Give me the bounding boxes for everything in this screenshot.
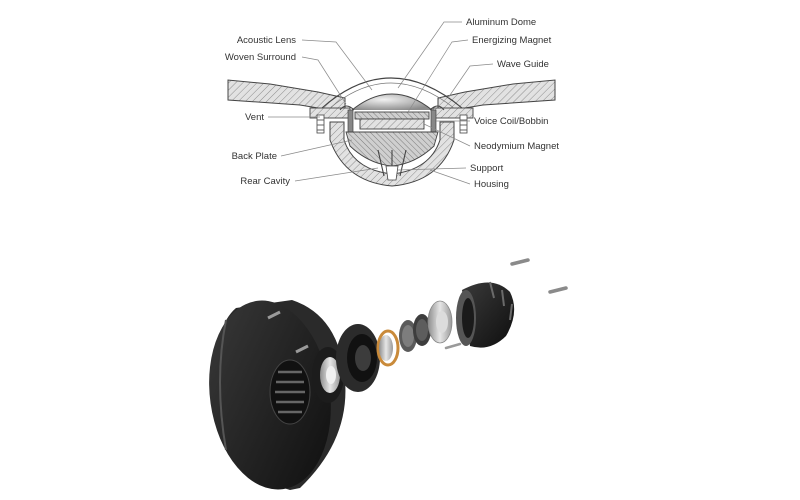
exploded-view	[209, 258, 568, 490]
label-woven-surround: Woven Surround	[225, 52, 296, 63]
vent-screws	[316, 114, 468, 134]
energizing-magnet	[354, 111, 430, 120]
wave-guide-right	[437, 79, 556, 113]
woven-surround	[339, 105, 355, 111]
exploded-magnets	[399, 314, 431, 352]
label-energizing-magnet: Energizing Magnet	[472, 35, 552, 46]
housing	[329, 121, 455, 187]
label-acoustic-lens: Acoustic Lens	[237, 35, 296, 46]
label-vent: Vent	[245, 112, 264, 123]
top-plate-left	[309, 107, 351, 119]
exploded-housing	[456, 281, 515, 348]
exploded-wave-guide	[209, 300, 346, 490]
wave-guide-left	[227, 79, 346, 113]
labels-right: Aluminum Dome Energizing Magnet Wave Gui…	[466, 17, 559, 190]
label-wave-guide: Wave Guide	[497, 59, 549, 70]
label-housing: Housing	[474, 179, 509, 190]
label-aluminum-dome: Aluminum Dome	[466, 17, 536, 28]
neodymium-magnet	[359, 118, 425, 130]
exploded-back-plate	[427, 300, 453, 344]
aluminum-dome	[351, 93, 433, 111]
leader-lines	[268, 21, 494, 185]
labels-left: Acoustic Lens Woven Surround Vent Back P…	[225, 35, 296, 187]
exploded-screws	[444, 258, 568, 350]
acoustic-lens	[321, 77, 463, 109]
exploded-acoustic-lens	[312, 347, 344, 403]
label-back-plate: Back Plate	[232, 151, 277, 162]
label-support: Support	[470, 163, 504, 174]
exploded-top-plate	[336, 324, 380, 392]
voice-coil	[347, 109, 354, 133]
label-rear-cavity: Rear Cavity	[240, 176, 290, 187]
label-neodymium-magnet: Neodymium Magnet	[474, 141, 559, 152]
exploded-voice-coil	[376, 329, 400, 367]
cross-section	[227, 77, 556, 187]
label-voice-coil-bobbin: Voice Coil/Bobbin	[474, 116, 548, 127]
